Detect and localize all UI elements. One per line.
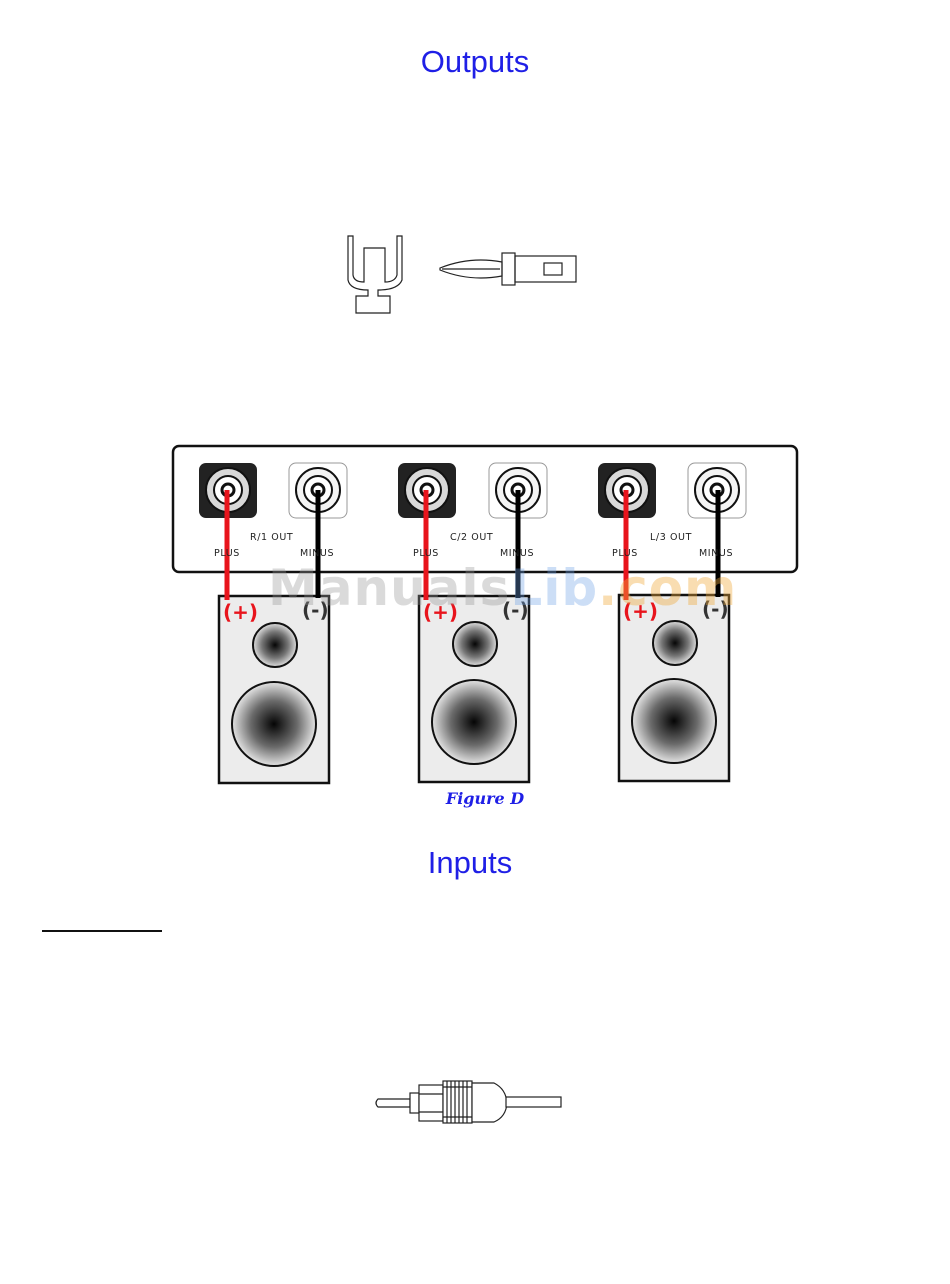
rca-plug-icon: [376, 1081, 561, 1123]
